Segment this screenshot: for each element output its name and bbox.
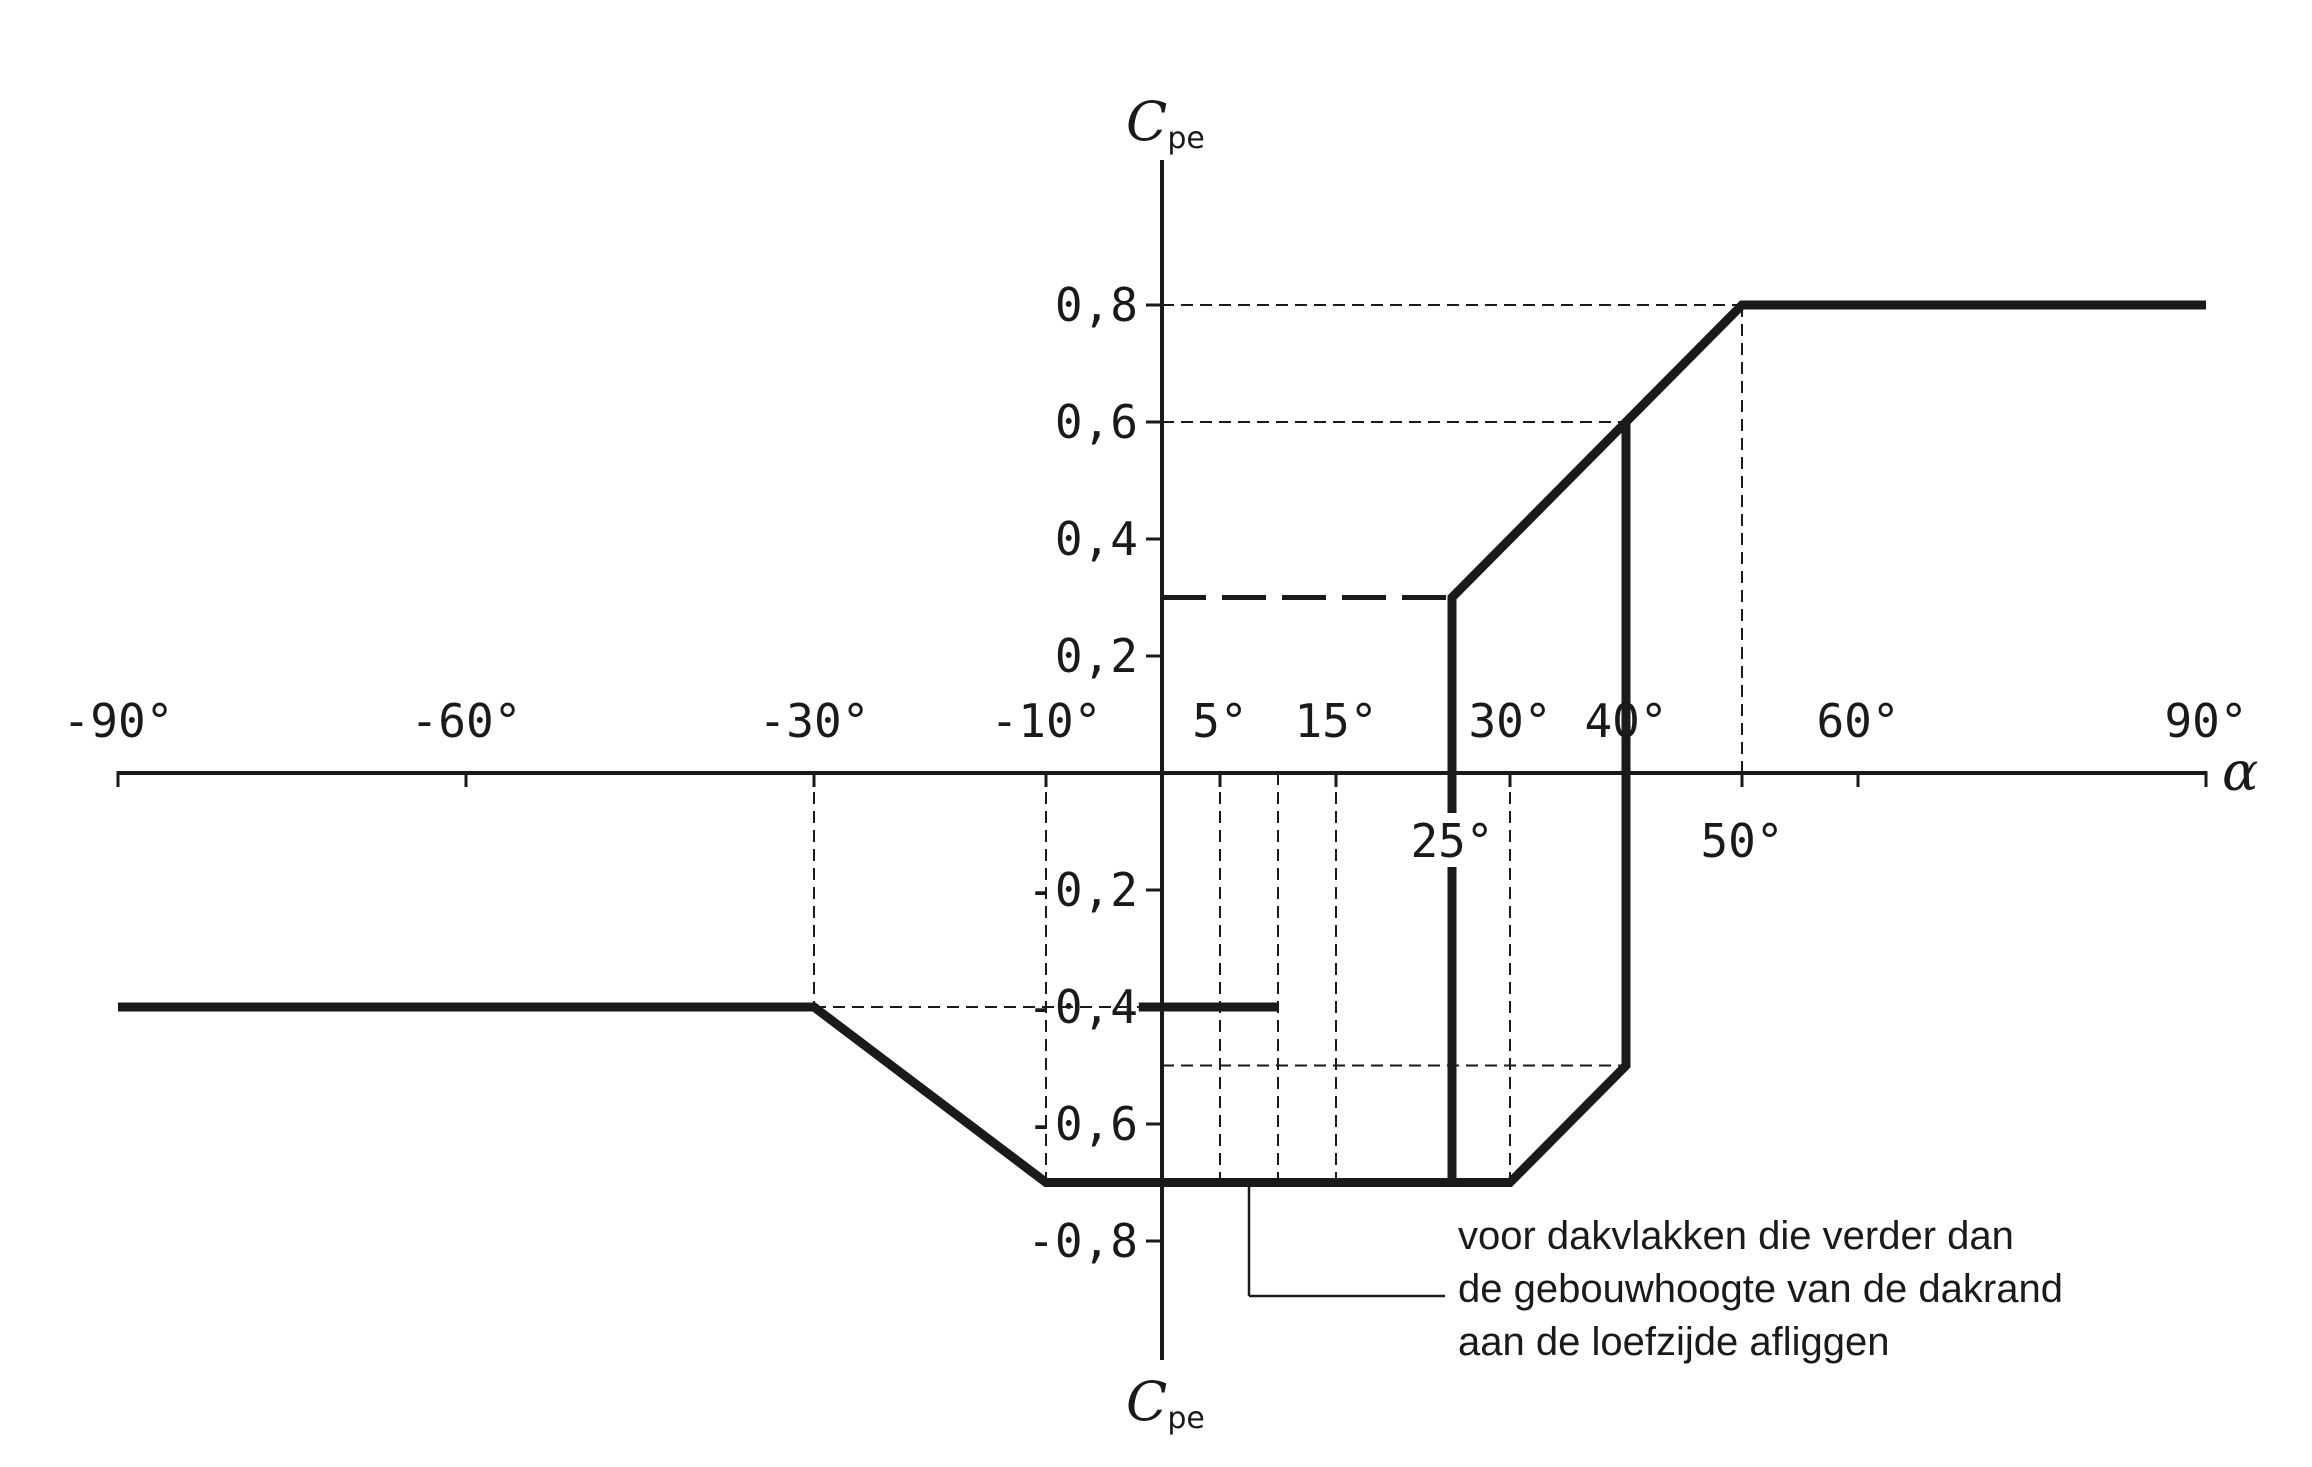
annotation-line-1: voor dakvlakken die verder dan bbox=[1458, 1214, 2014, 1258]
x-tick-label: -30° bbox=[759, 694, 870, 748]
x-tick-label: 30° bbox=[1468, 694, 1551, 748]
x-tick-label: -90° bbox=[63, 694, 174, 748]
x-tick-label: 50° bbox=[1700, 814, 1783, 868]
annotation-line-3: aan de loefzijde afliggen bbox=[1458, 1320, 1889, 1364]
annotation-line-2: de gebouwhoogte van de dakrand bbox=[1458, 1267, 2063, 1311]
y-tick-label: -0,8 bbox=[1027, 1214, 1138, 1268]
y-tick-label: -0,2 bbox=[1027, 863, 1138, 917]
x-axis-label: α bbox=[2222, 740, 2258, 803]
x-tick-label: 5° bbox=[1192, 694, 1247, 748]
x-tick-label: -10° bbox=[991, 694, 1102, 748]
y-tick-label: 0,4 bbox=[1055, 512, 1138, 566]
axes bbox=[116, 160, 2208, 1360]
y-axis-label-top: Cpe bbox=[1126, 90, 1205, 156]
y-axis-label-bottom: Cpe bbox=[1126, 1370, 1205, 1436]
y-tick-label: -0,4 bbox=[1027, 980, 1138, 1034]
x-tick-label: 15° bbox=[1294, 694, 1377, 748]
y-tick-label: -0,6 bbox=[1027, 1097, 1138, 1151]
x-tick-label: 40° bbox=[1584, 694, 1667, 748]
dashed-guides bbox=[813, 304, 1743, 1298]
x-tick-label: 25° bbox=[1410, 814, 1493, 868]
label-backdrop bbox=[1404, 813, 1500, 867]
x-tick-label: -60° bbox=[411, 694, 522, 748]
y-tick-label: 0,2 bbox=[1055, 629, 1138, 683]
annotation: voor dakvlakken die verder dan de gebouw… bbox=[1458, 1214, 2063, 1364]
tick-labels: -90° -60° -30° -10° 5° 15° 30° 40° 60° 90° 25° 50° 0… bbox=[63, 278, 2248, 1268]
x-tick-label: 90° bbox=[2164, 694, 2247, 748]
y-tick-label: 0,6 bbox=[1055, 395, 1138, 449]
label-backdrop bbox=[1694, 813, 1790, 867]
y-tick-label: 0,8 bbox=[1055, 278, 1138, 332]
data-series bbox=[118, 300, 2206, 1187]
series-line-1 bbox=[118, 422, 1631, 1187]
x-tick-label: 60° bbox=[1816, 694, 1899, 748]
series-line-2 bbox=[1447, 300, 2206, 1183]
